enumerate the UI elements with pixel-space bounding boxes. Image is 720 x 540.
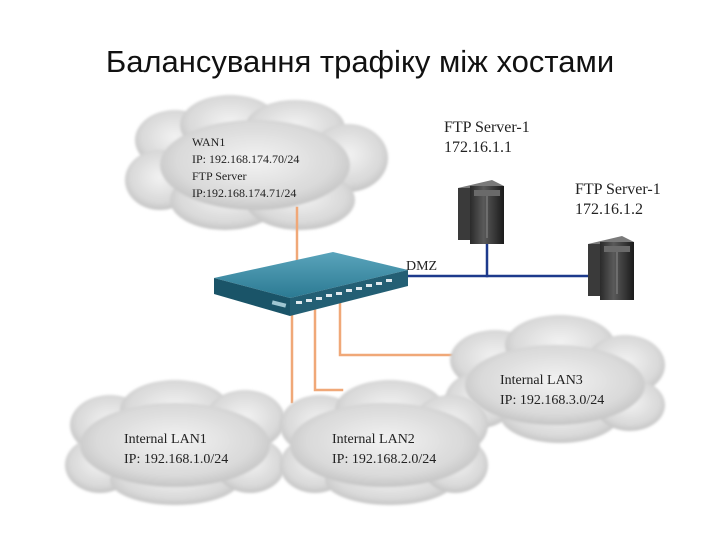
link-lan2 bbox=[313, 304, 344, 392]
wan-cloud: WAN1 IP: 192.168.174.70/24 FTP Server IP… bbox=[125, 95, 388, 230]
lan2-ip: IP: 192.168.2.0/24 bbox=[332, 452, 436, 467]
server-2-ip: 172.16.1.2 bbox=[575, 201, 643, 218]
slide-title: Балансування трафіку між хостами bbox=[105, 44, 615, 79]
links bbox=[290, 206, 594, 404]
server-2-icon bbox=[588, 236, 634, 300]
network-switch bbox=[214, 252, 408, 316]
dmz-label: DMZ bbox=[406, 259, 437, 274]
ftp-server-1: FTP Server-1 172.16.1.1 bbox=[444, 119, 530, 244]
lan1-cloud: Internal LAN1 IP: 192.168.1.0/24 bbox=[65, 380, 285, 505]
server-1-ip: 172.16.1.1 bbox=[444, 139, 512, 156]
wan-ftp-label: FTP Server bbox=[192, 169, 247, 183]
lan3-name: Internal LAN3 bbox=[500, 373, 583, 388]
wan-ftp-ip: IP:192.168.174.71/24 bbox=[192, 186, 296, 200]
lan2-name: Internal LAN2 bbox=[332, 432, 415, 447]
lan3-ip: IP: 192.168.3.0/24 bbox=[500, 393, 604, 408]
link-lan3 bbox=[338, 298, 467, 357]
server-1-name: FTP Server-1 bbox=[444, 119, 530, 136]
server-1-icon bbox=[458, 180, 504, 244]
lan2-cloud: Internal LAN2 IP: 192.168.2.0/24 bbox=[280, 380, 488, 505]
lan1-name: Internal LAN1 bbox=[124, 432, 207, 447]
lan1-ip: IP: 192.168.1.0/24 bbox=[124, 452, 228, 467]
lan3-cloud: Internal LAN3 IP: 192.168.3.0/24 bbox=[445, 315, 665, 443]
wan-ip: IP: 192.168.174.70/24 bbox=[192, 152, 299, 166]
ftp-server-2: FTP Server-1 172.16.1.2 bbox=[575, 181, 661, 300]
wan-label: WAN1 bbox=[192, 135, 225, 149]
server-2-name: FTP Server-1 bbox=[575, 181, 661, 198]
